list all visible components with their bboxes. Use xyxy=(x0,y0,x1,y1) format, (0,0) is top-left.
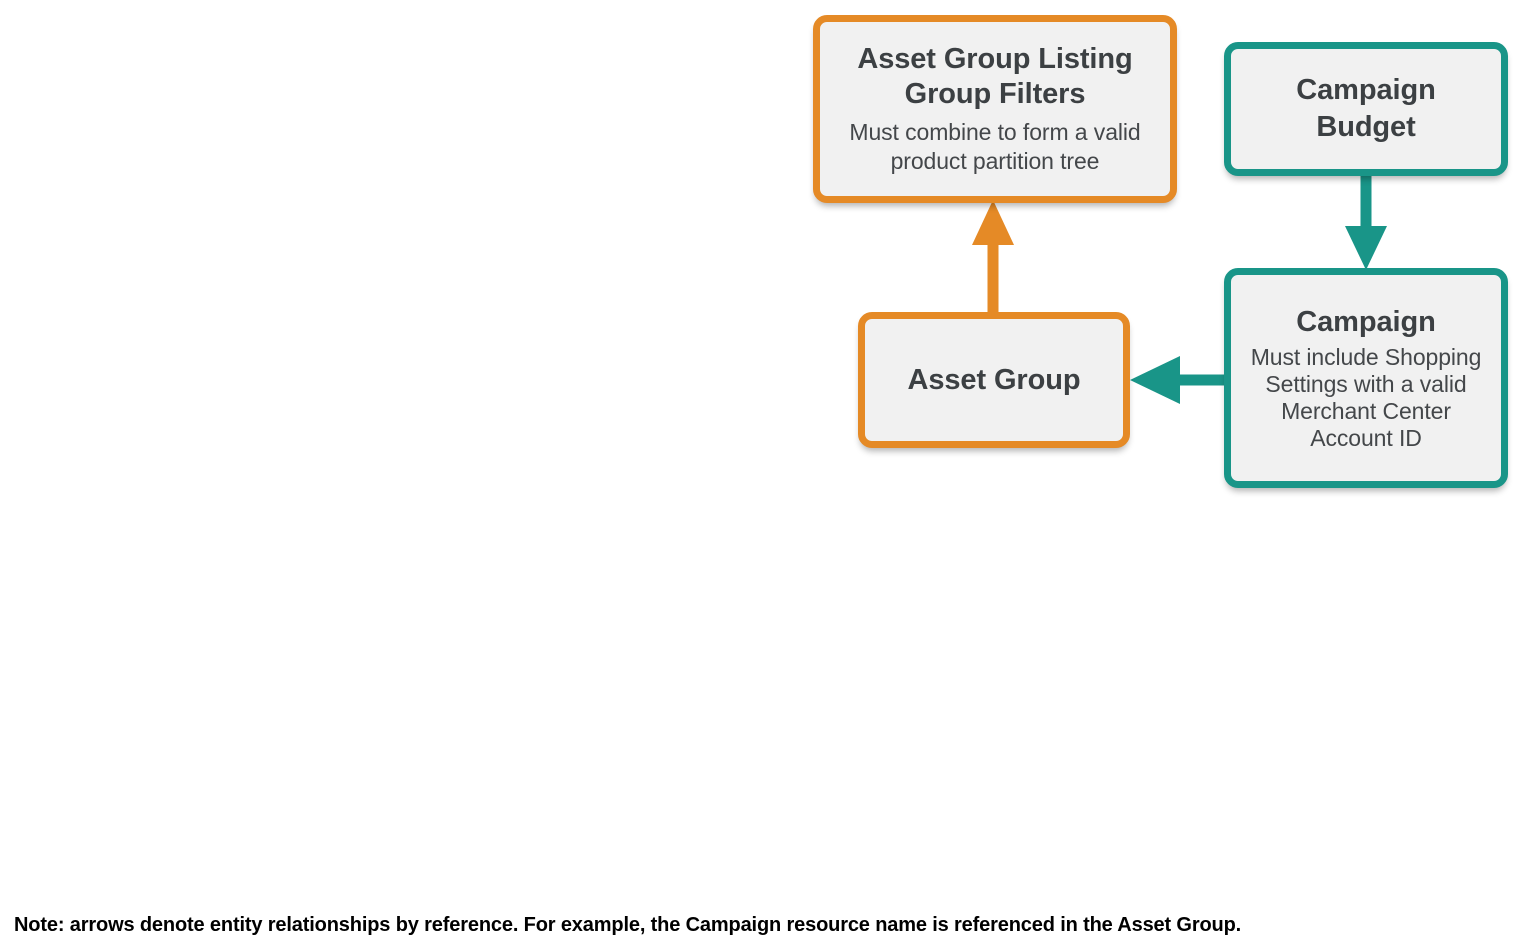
arrow-head-left-teal xyxy=(1130,356,1180,404)
node-asset-group-listing-group-filters[interactable]: Asset Group Listing Group Filters Must c… xyxy=(813,15,1177,203)
arrow-campaign-to-asset-group xyxy=(1130,356,1226,404)
node-title: Campaign Budget xyxy=(1296,74,1436,143)
node-title: Asset Group Listing Group Filters xyxy=(857,43,1133,110)
diagram-note: Note: arrows denote entity relationships… xyxy=(14,914,1242,936)
node-title: Asset Group xyxy=(907,363,1081,396)
node-campaign-budget[interactable]: Campaign Budget xyxy=(1224,42,1508,176)
node-asset-group[interactable]: Asset Group xyxy=(858,312,1130,448)
arrow-head-down-teal xyxy=(1345,226,1387,270)
arrow-asset-group-to-listing-group-filters xyxy=(972,200,1014,316)
node-campaign[interactable]: Campaign Must include Shopping Settings … xyxy=(1224,268,1508,488)
node-subtitle: Must combine to form a valid product par… xyxy=(849,119,1141,174)
arrow-head-up-orange xyxy=(972,200,1014,245)
node-subtitle: Must include Shopping Settings with a va… xyxy=(1250,344,1482,451)
arrow-campaign-budget-to-campaign xyxy=(1345,173,1387,270)
node-title: Campaign xyxy=(1296,306,1436,338)
